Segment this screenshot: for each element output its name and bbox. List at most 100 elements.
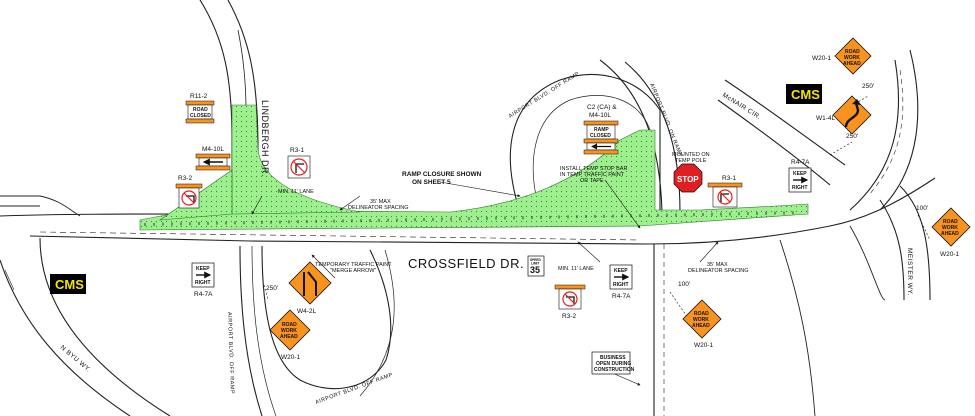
work-zone-lindbergh — [231, 104, 361, 215]
dim-250-right-top: 250' — [862, 83, 874, 90]
svg-text:M4-10L: M4-10L — [202, 146, 224, 153]
svg-text:BUSINESS: BUSINESS — [600, 355, 626, 361]
svg-text:"MERGE ARROW": "MERGE ARROW" — [330, 268, 376, 274]
svg-text:SPEED: SPEED — [530, 258, 542, 262]
r4-7a-sign-left: KEEP RIGHT R4-7A — [191, 262, 215, 298]
w20-1-sign-center: ROAD WORK AHEAD W20-1 — [682, 299, 722, 349]
delineators — [144, 211, 794, 226]
svg-text:R4-7A: R4-7A — [791, 159, 810, 166]
dim-250-left: 250' — [266, 285, 278, 292]
svg-text:TEMP POLE: TEMP POLE — [675, 158, 707, 164]
svg-text:R4-7A: R4-7A — [194, 291, 213, 298]
crossfield-south-edge — [29, 177, 936, 245]
svg-text:W4-2L: W4-2L — [297, 308, 317, 315]
min-lane-left-note: MIN. 11' LANE — [278, 189, 314, 195]
svg-text:CLOSED: CLOSED — [190, 113, 211, 119]
svg-text:AHEAD: AHEAD — [280, 334, 298, 340]
meister-east-edge — [899, 185, 931, 301]
left-spur — [0, 195, 81, 217]
svg-text:KEEP: KEEP — [793, 171, 807, 177]
crossfield-centerline — [39, 231, 641, 241]
r4-7a-sign-right-top: R4-7A KEEP RIGHT — [788, 159, 812, 193]
notes: RAMP CLOSURE SHOWN ON SHEET 5 35' MAX DE… — [278, 152, 749, 274]
lindbergh-median — [237, 29, 247, 111]
mounted-note: MOUNTED ON — [672, 152, 710, 158]
svg-text:RIGHT: RIGHT — [792, 185, 808, 191]
off-ramp-north — [509, 74, 661, 213]
m4-10l-sign-left: M4-10L — [195, 146, 231, 171]
meister-west-edge — [879, 199, 905, 301]
lindbergh-label: LINDBERGH DR. — [260, 100, 270, 177]
right-road-east — [879, 49, 919, 211]
svg-text:AHEAD: AHEAD — [941, 231, 959, 237]
r3-2-sign-left: R3-2 — [175, 175, 203, 209]
ramp-closure-note: RAMP CLOSURE SHOWN — [402, 171, 482, 178]
meister-label: MEISTER WY. — [906, 248, 913, 296]
on-ramp-west — [599, 59, 663, 213]
svg-text:ROAD: ROAD — [282, 322, 297, 328]
w4-2l-sign: W4-2L — [288, 261, 332, 315]
r3-2-sign-right: R3-2 — [554, 284, 586, 320]
lindbergh-east-edge — [227, 0, 259, 215]
svg-text:ROAD: ROAD — [845, 49, 860, 55]
r3-1-sign-right: R3-1 — [707, 175, 743, 208]
n-byu-west-edge — [0, 259, 131, 416]
svg-text:W1-4L: W1-4L — [816, 115, 836, 122]
road-linework — [0, 0, 936, 416]
svg-text:ROAD: ROAD — [193, 107, 208, 113]
w20-1-sign-left: ROAD WORK AHEAD W20-1 — [269, 309, 311, 361]
c2-ramp-closed-sign: C2 (CA) & M4-10L RAMP CLOSED — [583, 104, 619, 155]
r4-7a-sign-right-bottom: KEEP RIGHT R4-7A — [609, 264, 633, 300]
svg-text:R3-2: R3-2 — [562, 313, 576, 320]
svg-text:M4-10L: M4-10L — [589, 112, 611, 119]
dim-250-right-bottom: 250' — [846, 133, 858, 140]
stop-sign: STOP — [673, 163, 703, 193]
dim-100-crossfield: 100' — [678, 281, 690, 288]
w20-1-sign-top: W20-1 ROAD WORK AHEAD — [812, 37, 872, 75]
svg-text:RIGHT: RIGHT — [613, 282, 629, 288]
svg-text:W20-1: W20-1 — [940, 251, 960, 258]
svg-text:IN TEMP TRAFFIC PAINT: IN TEMP TRAFFIC PAINT — [560, 172, 625, 178]
svg-text:KEEP: KEEP — [614, 268, 628, 274]
svg-text:DELINEATOR SPACING: DELINEATOR SPACING — [348, 205, 409, 211]
mcnair-edge-1 — [724, 79, 846, 166]
svg-text:AHEAD: AHEAD — [843, 61, 861, 67]
svg-text:ON SHEET 5: ON SHEET 5 — [412, 179, 451, 186]
right-road-west — [849, 59, 900, 211]
business-open-sign: BUSINESS OPEN DURING CONSTRUCTION — [591, 351, 635, 375]
dimensions: 250' 250' 250' 100' 100' — [266, 83, 928, 292]
reverse-curve-icon — [844, 102, 860, 128]
svg-text:LIMIT: LIMIT — [531, 262, 539, 266]
dim-100-meister: 100' — [916, 205, 928, 212]
svg-text:ROAD: ROAD — [694, 311, 709, 317]
svg-text:DELINEATOR SPACING: DELINEATOR SPACING — [688, 268, 749, 274]
svg-text:C2 (CA) &: C2 (CA) & — [587, 104, 617, 111]
svg-text:ROAD: ROAD — [943, 219, 958, 225]
temp-paint-note: TEMPORARY TRAFFIC PAINT — [315, 262, 392, 268]
delineator-right-note: 35' MAX — [707, 262, 728, 268]
svg-text:R3-2: R3-2 — [178, 175, 192, 182]
svg-text:35: 35 — [530, 265, 540, 275]
off-ramp-bottom-label: AIRPORT BLVD. OFF RAMP — [315, 372, 394, 406]
off-ramp-south-west — [239, 245, 263, 416]
no-right-turn-icon — [720, 193, 729, 202]
svg-text:OR TAPE: OR TAPE — [580, 178, 604, 184]
svg-text:RAMP: RAMP — [594, 127, 609, 133]
svg-text:AHEAD: AHEAD — [692, 323, 710, 329]
svg-text:WORK: WORK — [942, 225, 958, 231]
svg-text:STOP: STOP — [677, 175, 699, 184]
mcnair-edge-2 — [717, 99, 831, 186]
svg-text:R3-1: R3-1 — [290, 147, 304, 154]
svg-text:KEEP: KEEP — [196, 266, 210, 272]
off-ramp-south-east — [261, 245, 392, 390]
svg-text:CMS: CMS — [791, 87, 820, 102]
no-left-turn-icon — [186, 195, 195, 203]
crossfield-label: CROSSFIELD DR. — [408, 256, 524, 271]
svg-text:CLOSED: CLOSED — [590, 133, 611, 139]
cms-sign-right: CMS — [786, 84, 822, 104]
svg-text:WORK: WORK — [844, 55, 860, 61]
svg-text:R3-1: R3-1 — [722, 175, 736, 182]
off-ramp-top-label: AIRPORT BLVD. OFF RAMP — [508, 71, 581, 120]
svg-text:R11-2: R11-2 — [190, 93, 208, 100]
